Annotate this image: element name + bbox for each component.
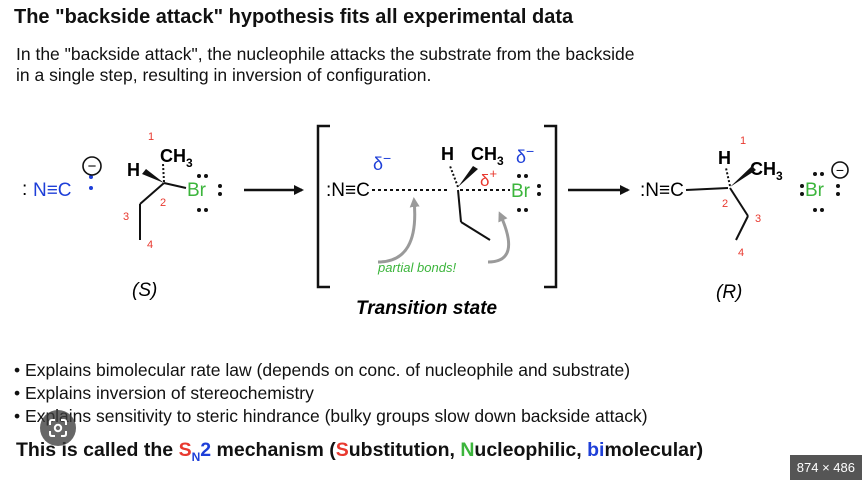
ts-hydrogen: H xyxy=(441,144,454,164)
lone-pair-dot xyxy=(524,208,528,212)
lone-pair-dot xyxy=(218,192,222,196)
lone-pair-dot xyxy=(517,208,521,212)
lone-pair-dot xyxy=(218,184,222,188)
product-carbon-number-2: 2 xyxy=(722,198,728,210)
carbon-number-4: 4 xyxy=(147,239,153,251)
delta-plus: δ+ xyxy=(480,166,497,190)
lone-pair-dot xyxy=(800,192,804,196)
hash-bond xyxy=(162,163,165,183)
transition-state-label: Transition state xyxy=(356,298,498,319)
carbon-number-2: 2 xyxy=(160,197,166,209)
partial-bonds-annotation: partial bonds! xyxy=(377,260,456,275)
carbon-number-1: 1 xyxy=(148,131,154,143)
bromine: Br xyxy=(187,180,207,201)
lone-pair-dot xyxy=(197,208,201,212)
bond-c2-c3 xyxy=(139,182,165,205)
ts-methyl-group: CH3 xyxy=(471,144,504,168)
reactant: : N≡C − 1 CH3 H Br 2 3 4 (S) xyxy=(22,131,222,301)
lone-pair-dot xyxy=(89,175,93,179)
bracket-left xyxy=(316,124,330,289)
ts-bromine: Br xyxy=(511,181,531,202)
bracket-right xyxy=(544,124,558,289)
methyl-group: CH3 xyxy=(160,146,193,170)
intro-line-1: In the "backside attack", the nucleophil… xyxy=(16,44,635,64)
product-methyl-group: CH3 xyxy=(750,159,783,183)
ts-wedge-bond xyxy=(458,166,478,187)
reactant-nucleophile: N≡C xyxy=(33,180,72,201)
ts-nucleophile: :N≡C xyxy=(326,180,370,201)
product-hash-bond xyxy=(725,167,731,187)
ts-bond-c3-c4 xyxy=(460,221,491,241)
c-br-bond xyxy=(163,182,187,189)
delta-minus-nc: δ− xyxy=(373,150,391,174)
lone-pair-dot xyxy=(197,174,201,178)
bromide-charge-circle xyxy=(831,161,849,179)
bullet-inversion: • Explains inversion of stereochemistry xyxy=(14,383,314,403)
lens-glyph xyxy=(49,419,67,437)
lone-pair-dot xyxy=(204,208,208,212)
annotation-arrow-left xyxy=(377,197,420,264)
lone-pair-dot xyxy=(537,184,541,188)
transition-state: δ− :N≡C H CH3 δ+ δ− Br partial bonds! Tr… xyxy=(316,124,558,319)
image-dimensions-badge: 874 × 486 xyxy=(789,455,862,480)
bullet-rate-law: • Explains bimolecular rate law (depends… xyxy=(14,360,631,380)
reactant-nucleophile-lone-pair: : xyxy=(22,179,27,200)
product: :N≡C H 1 CH3 2 3 4 Br − (R) xyxy=(640,135,849,303)
lone-pair-dot xyxy=(800,184,804,188)
lone-pair-dot xyxy=(204,174,208,178)
product-nitrile: :N≡C xyxy=(640,180,684,201)
product-carbon-number-4: 4 xyxy=(738,247,744,259)
negative-charge-circle xyxy=(82,156,102,176)
ts-bond-c2-c3 xyxy=(457,189,462,223)
delta-minus-br: δ− xyxy=(516,143,534,167)
product-hydrogen: H xyxy=(718,148,731,168)
lone-pair-dot xyxy=(524,174,528,178)
negative-charge: − xyxy=(88,158,97,175)
bromide-ion: Br xyxy=(805,180,825,201)
lone-pair-dot xyxy=(537,192,541,196)
product-configuration: (R) xyxy=(716,282,742,303)
wedge-bond xyxy=(142,169,164,183)
product-wedge-bond xyxy=(730,166,756,187)
lone-pair-dot xyxy=(89,186,93,190)
bromide-charge: − xyxy=(836,162,844,178)
summary-line: This is called the SN2 mechanism (Substi… xyxy=(16,439,704,464)
annotation-arrow-right xyxy=(487,211,510,264)
product-bond-c3-c4 xyxy=(735,215,749,241)
lone-pair-dot xyxy=(820,208,824,212)
carbon-number-3: 3 xyxy=(123,211,129,223)
product-bond-c2-c3 xyxy=(729,187,749,217)
lone-pair-dot xyxy=(836,192,840,196)
product-carbon-number-3: 3 xyxy=(755,213,761,225)
intro-line-2: in a single step, resulting in inversion… xyxy=(16,65,432,85)
ts-hash-bond xyxy=(449,165,459,188)
lone-pair-dot xyxy=(517,174,521,178)
bullet-steric: • Explains sensitivity to steric hindran… xyxy=(14,406,648,426)
hydrogen: H xyxy=(127,160,140,180)
lone-pair-dot xyxy=(813,208,817,212)
lone-pair-dot xyxy=(813,172,817,176)
page-title: The "backside attack" hypothesis fits al… xyxy=(14,6,574,28)
product-c-c-bond xyxy=(685,187,729,191)
lone-pair-dot xyxy=(820,172,824,176)
product-carbon-number-1: 1 xyxy=(740,135,746,147)
google-lens-icon[interactable] xyxy=(40,410,76,446)
reactant-configuration: (S) xyxy=(132,280,157,301)
lone-pair-dot xyxy=(836,184,840,188)
